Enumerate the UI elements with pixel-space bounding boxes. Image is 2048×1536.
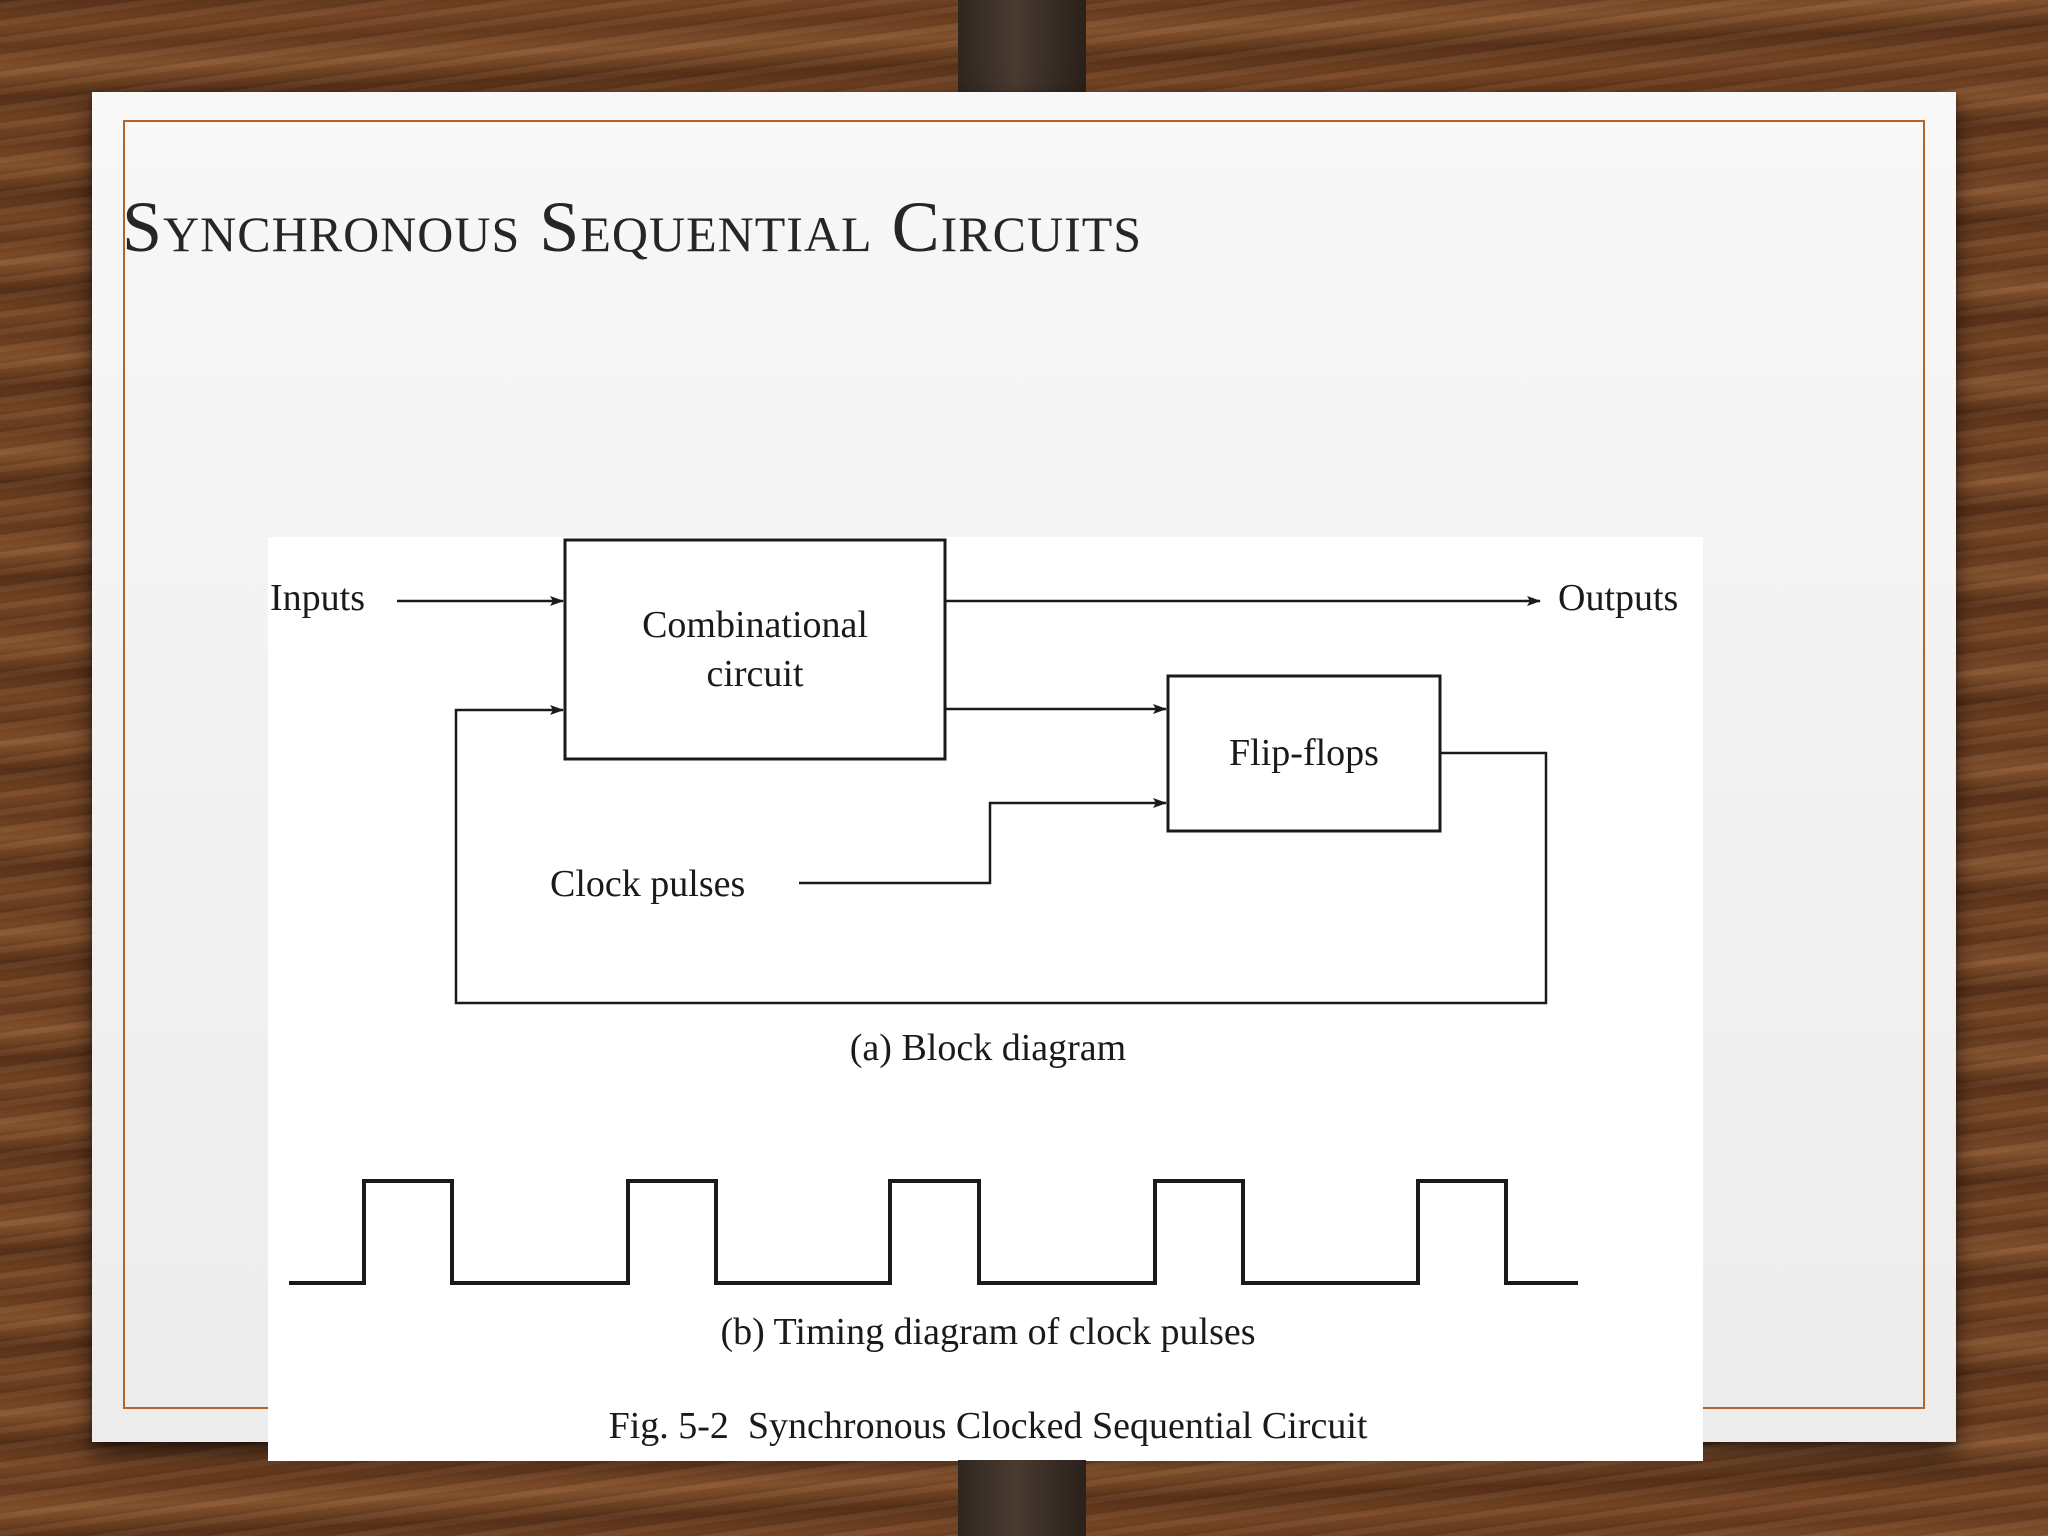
clock-waveform: [289, 1179, 1578, 1285]
combinational-circuit-box: [563, 538, 947, 761]
figure-image: Inputs Outputs Combinational circuit Fli…: [268, 537, 1703, 1461]
combinational-label: Combinational: [642, 604, 868, 646]
flip-flops-box: [1166, 674, 1442, 833]
feedback-loop-wire: [454, 705, 1548, 1005]
figure-caption: Fig. 5-2 Synchronous Clocked Sequential …: [609, 1405, 1368, 1447]
inputs-label: Inputs: [270, 577, 365, 619]
binder-strap-bottom: [958, 1460, 1086, 1536]
block-diagram-svg: Inputs Outputs Combinational circuit Fli…: [270, 538, 1678, 1447]
clock-to-flipflops-wire: [799, 798, 1167, 885]
slide-title: Synchronous Sequential Circuits: [122, 187, 1143, 267]
caption-block-diagram: (a) Block diagram: [850, 1027, 1126, 1069]
caption-timing-diagram: (b) Timing diagram of clock pulses: [720, 1311, 1255, 1353]
flip-flops-label: Flip-flops: [1229, 732, 1379, 774]
clock-pulses-label: Clock pulses: [550, 863, 745, 905]
outputs-label: Outputs: [1558, 577, 1678, 619]
circuit-label: circuit: [706, 653, 804, 695]
